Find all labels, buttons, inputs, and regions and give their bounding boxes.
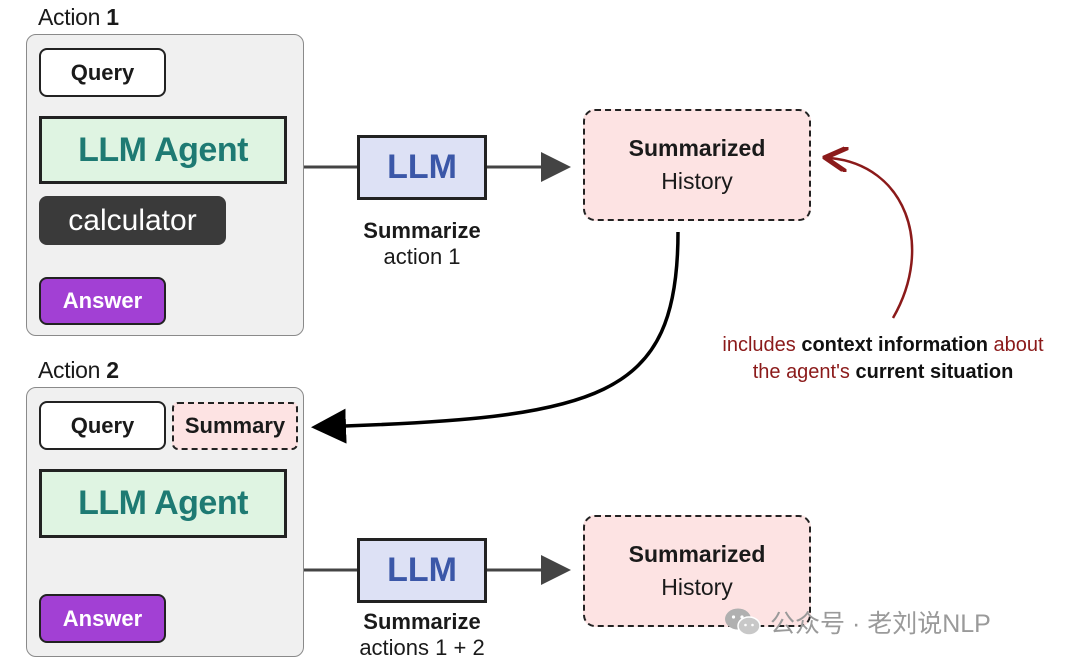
history2-box: Summarized History — [583, 515, 811, 627]
action2-answer-box: Answer — [39, 594, 166, 643]
annotation-part4: the agent's — [752, 361, 856, 383]
history1-subtitle: History — [661, 168, 733, 194]
action1-query-box: Query — [39, 48, 166, 97]
history1-title: Summarized — [628, 135, 766, 161]
annotation-arrow — [830, 158, 914, 319]
action2-agent-box: LLM Agent — [39, 469, 287, 538]
annotation-part2: context information — [801, 334, 988, 356]
llm1-box: LLM — [357, 135, 487, 200]
action1-label-number: 1 — [106, 4, 119, 30]
wechat-icon — [725, 608, 761, 636]
action1-calculator-box: calculator — [39, 196, 226, 245]
action1-label-text: Action — [38, 4, 101, 30]
action2-summary-chip: Summary — [172, 402, 298, 450]
annotation-part1: includes — [722, 334, 802, 356]
summarizer2-caption-text: actions 1 + 2 — [359, 635, 485, 660]
action1-agent-box: LLM Agent — [39, 116, 287, 184]
summarizer1-caption-text: action 1 — [383, 244, 461, 269]
action2-query-box: Query — [39, 401, 166, 450]
annotation-line1: includes context information about — [698, 332, 1068, 359]
annotation-text: includes context information about the a… — [698, 332, 1068, 386]
watermark-text: 公众号 · 老刘说NLP — [770, 610, 991, 638]
action2-label: Action 2 — [38, 357, 119, 384]
annotation-part3: about — [988, 334, 1044, 356]
watermark: 公众号 · 老刘说NLP — [724, 604, 991, 640]
history2-title: Summarized — [628, 541, 766, 567]
annotation-part5: current situation — [855, 361, 1014, 383]
summarizer1-caption: Summarize action 1 — [332, 218, 512, 270]
action2-label-text: Action — [38, 357, 101, 383]
llm2-box: LLM — [357, 538, 487, 603]
summarizer1-caption-bold: Summarize — [363, 218, 481, 243]
annotation-line2: the agent's current situation — [698, 359, 1068, 386]
action1-label: Action 1 — [38, 4, 119, 31]
summarizer2-caption-bold: Summarize — [363, 609, 481, 634]
history1-box: Summarized History — [583, 109, 811, 221]
action1-answer-box: Answer — [39, 277, 166, 325]
action2-label-number: 2 — [106, 357, 119, 383]
summarizer2-caption: Summarize actions 1 + 2 — [322, 609, 522, 661]
history-to-summary-arrow — [311, 231, 680, 444]
history2-subtitle: History — [661, 574, 733, 600]
